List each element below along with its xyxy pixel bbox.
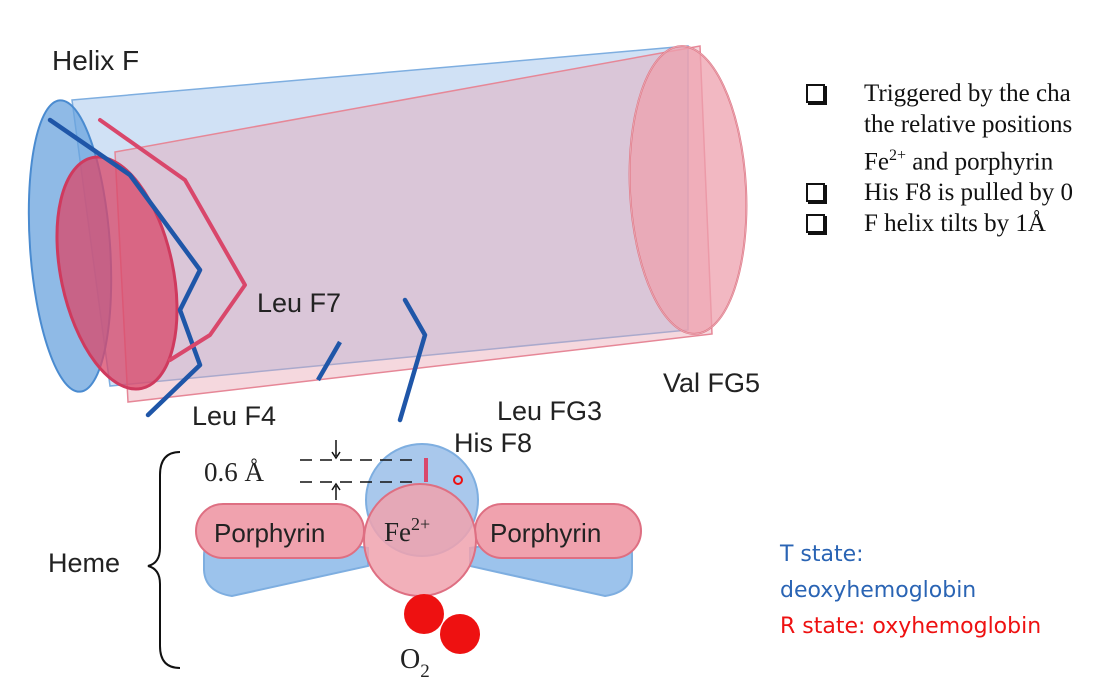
leu-f7-label: Leu F7	[257, 288, 341, 318]
r-state-red-chain	[98, 118, 247, 362]
leu-f4-label: Leu F4	[192, 401, 276, 431]
t-state-description: deoxyhemoglobin	[780, 578, 977, 603]
bullet-item-helix-tilt: F helix tilts by 1Å	[806, 208, 1118, 239]
r-state-label: R state: oxyhemoglobin	[780, 614, 1042, 639]
porphyrin-left-label: Porphyrin	[214, 518, 325, 548]
porphyrin-right-label: Porphyrin	[490, 518, 601, 548]
heme-group	[195, 443, 642, 654]
t-state-label: T state:	[780, 542, 864, 567]
bullet-item-trigger: Triggered by the cha the relative positi…	[806, 78, 1118, 177]
helix-f-label: Helix F	[52, 45, 139, 76]
t-state-blue-branch	[316, 340, 342, 382]
distance-guides	[300, 440, 420, 500]
bullet-item-his-f8: His F8 is pulled by 0	[806, 177, 1118, 208]
oxygen-label: O2	[400, 644, 430, 682]
mechanism-bullet-list: Triggered by the cha the relative positi…	[806, 78, 1118, 239]
leu-fg3-label: Leu FG3	[497, 396, 602, 426]
iron-label: Fe2+	[384, 514, 430, 547]
checkbox-bullet-icon	[806, 84, 825, 103]
t-state-blue-chain	[47, 117, 203, 418]
cursor-marker	[453, 475, 463, 485]
helix-f-cylinder-red	[55, 45, 748, 403]
oxygen-atom-2	[440, 614, 480, 654]
val-fg5-label: Val FG5	[663, 368, 760, 398]
his-f8-label: His F8	[454, 428, 532, 458]
state-legend: T state: deoxyhemoglobin R state: oxyhem…	[780, 537, 1041, 645]
heme-brace	[147, 451, 181, 669]
checkbox-bullet-icon	[806, 214, 825, 234]
distance-label: 0.6 Å	[204, 457, 265, 487]
oxygen-atom-1	[404, 594, 444, 634]
t-state-blue-sidechain	[397, 297, 428, 423]
checkbox-bullet-icon	[806, 183, 825, 203]
heme-label: Heme	[48, 548, 120, 578]
